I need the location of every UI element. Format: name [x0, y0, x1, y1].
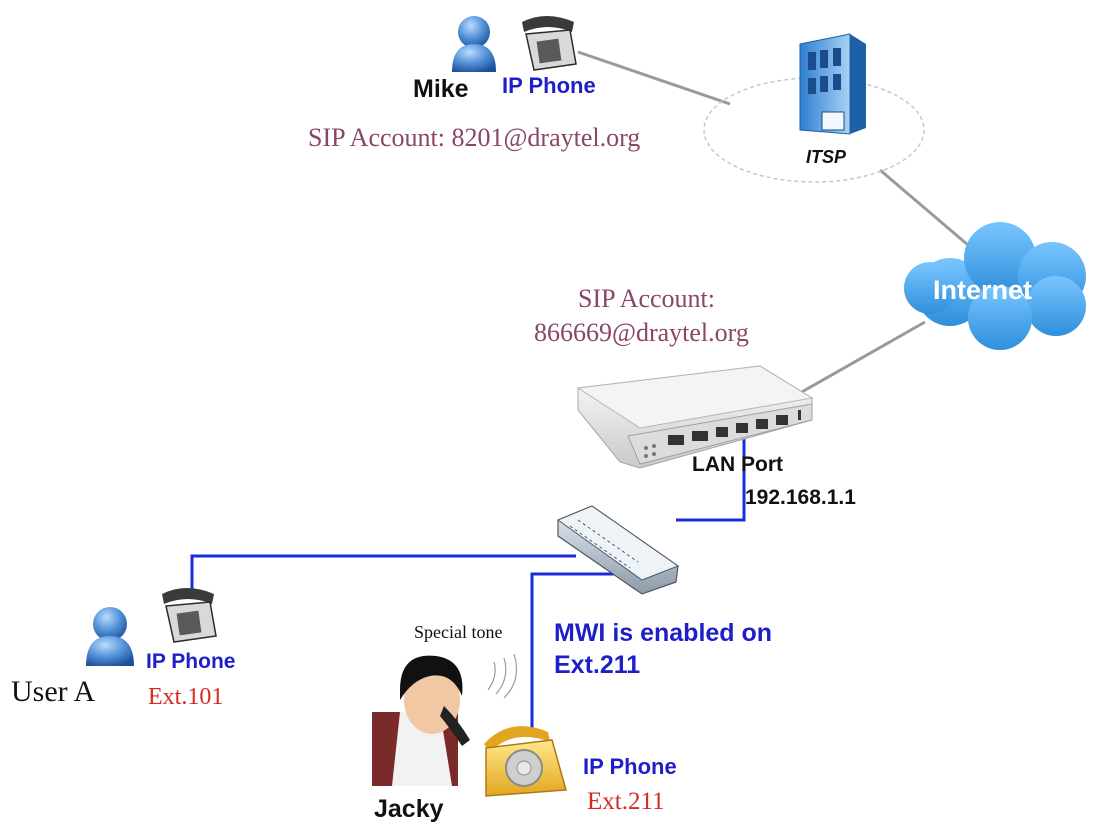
router-sip-account-line2: 866669@draytel.org: [534, 318, 749, 347]
mike-name-label: Mike: [413, 75, 469, 103]
router-icon: [576, 365, 814, 469]
switch-icon: [556, 505, 680, 595]
router-sip-account-line1: SIP Account:: [578, 284, 715, 313]
lan-port-label: LAN Port: [692, 453, 783, 476]
jacky-name-label: Jacky: [374, 795, 444, 823]
itsp-label: ITSP: [806, 147, 847, 167]
desk-phone-icon: [522, 16, 577, 71]
building-icon: [799, 33, 866, 135]
cloud-icon: [904, 222, 1086, 350]
special-tone-label: Special tone: [414, 622, 503, 642]
wan-links: [577, 50, 969, 395]
lan-links: [190, 430, 746, 728]
person-icon: [86, 607, 134, 666]
person-on-phone-icon: [372, 655, 470, 786]
mike-phone-label: IP Phone: [502, 73, 596, 98]
jacky-ext-label: Ext.211: [587, 788, 665, 815]
user-a-phone-label: IP Phone: [146, 650, 236, 673]
link-itsp-internet: [879, 168, 969, 247]
mwi-label-line2: Ext.211: [554, 651, 641, 679]
user-a-ext-label: Ext.101: [148, 684, 224, 710]
link-router-switch: [676, 430, 746, 522]
lan-ip-label: 192.168.1.1: [745, 486, 856, 509]
internet-label: Internet: [933, 275, 1033, 305]
rotary-phone-icon: [484, 726, 567, 797]
person-icon: [452, 16, 496, 72]
mwi-label-line1: MWI is enabled on: [554, 619, 773, 647]
jacky-phone-label: IP Phone: [583, 754, 677, 779]
sound-waves: [487, 653, 517, 699]
user-a-name-label: User A: [11, 675, 96, 708]
link-internet-router: [799, 320, 926, 395]
desk-phone-icon: [162, 588, 217, 643]
link-switch-jacky-phone: [530, 572, 640, 728]
mike-sip-account: SIP Account: 8201@draytel.org: [308, 123, 641, 152]
link-switch-user-a-phone: [190, 554, 576, 598]
link-mike-itsp: [577, 50, 731, 106]
